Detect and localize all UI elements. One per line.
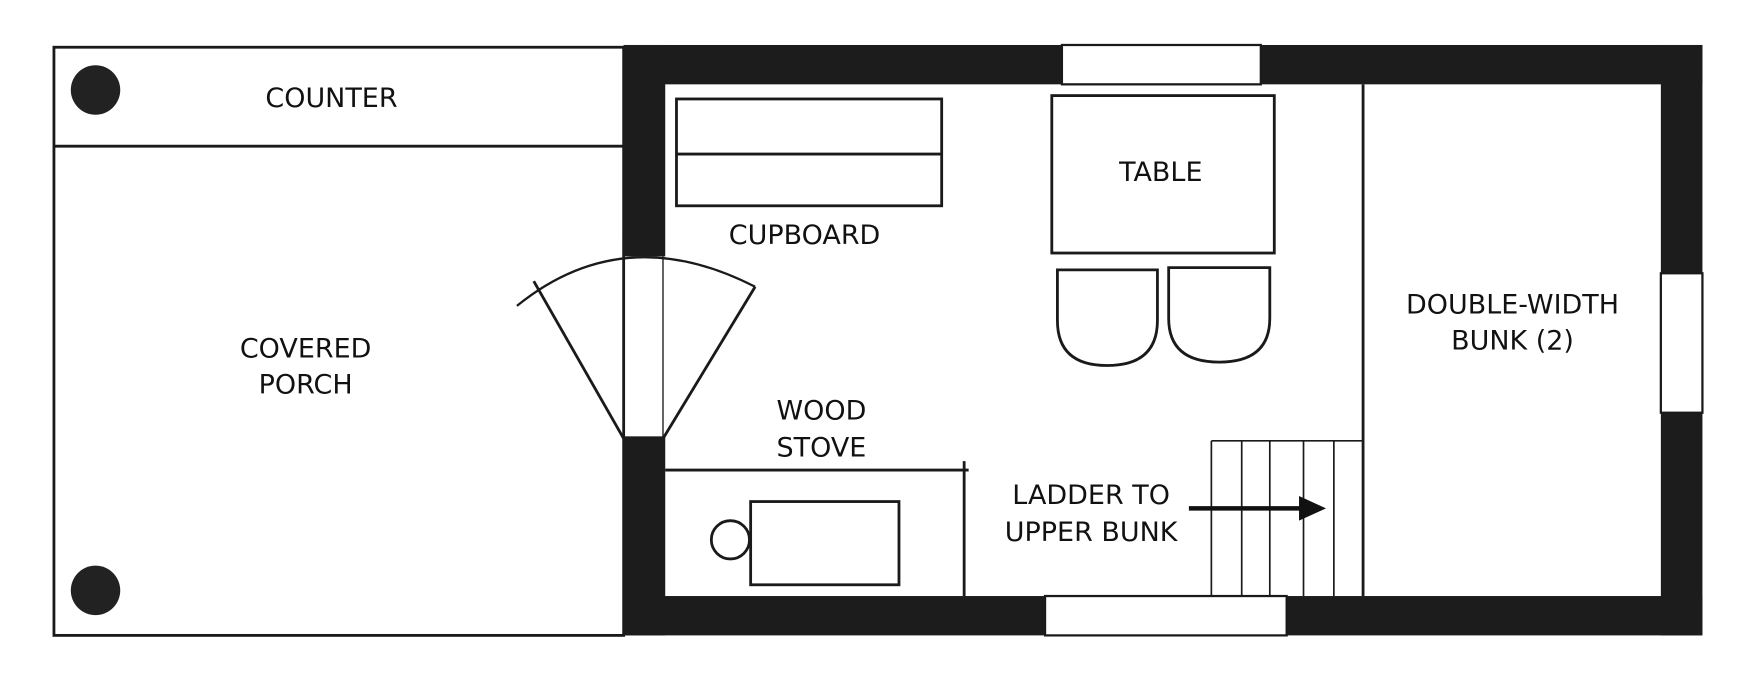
label-ladder: LADDER TO: [1012, 480, 1170, 511]
cabin-walls: [623, 43, 1704, 637]
label-bunk: DOUBLE-WIDTH: [1406, 290, 1619, 321]
label-wood-stove-2: STOVE: [777, 433, 867, 464]
table: [1050, 94, 1276, 255]
label-covered-porch: COVERED: [240, 334, 372, 365]
porch-post-bottom: [70, 565, 121, 616]
stove-pipe: [709, 519, 751, 561]
entry-door-swing: [516, 238, 757, 440]
porch-post-top: [70, 65, 121, 115]
window-bottom: [1043, 594, 1288, 637]
covered-porch: [52, 45, 626, 637]
label-counter: COUNTER: [265, 83, 397, 114]
label-bunk-2: BUNK (2): [1451, 326, 1574, 357]
wood-stove: [665, 461, 969, 597]
arrow-icon: [1188, 495, 1326, 521]
cupboard: [675, 97, 944, 208]
window-top: [1060, 43, 1262, 86]
label-table: TABLE: [1118, 157, 1202, 188]
label-cupboard: CUPBOARD: [729, 220, 881, 251]
label-covered-porch-2: PORCH: [259, 370, 353, 401]
label-wood-stove: WOOD: [777, 395, 867, 426]
ladder: [1210, 439, 1364, 597]
label-ladder-2: UPPER BUNK: [1005, 517, 1179, 548]
chair-left: [1056, 268, 1159, 367]
chair-right: [1167, 266, 1272, 364]
window-right: [1659, 272, 1704, 414]
